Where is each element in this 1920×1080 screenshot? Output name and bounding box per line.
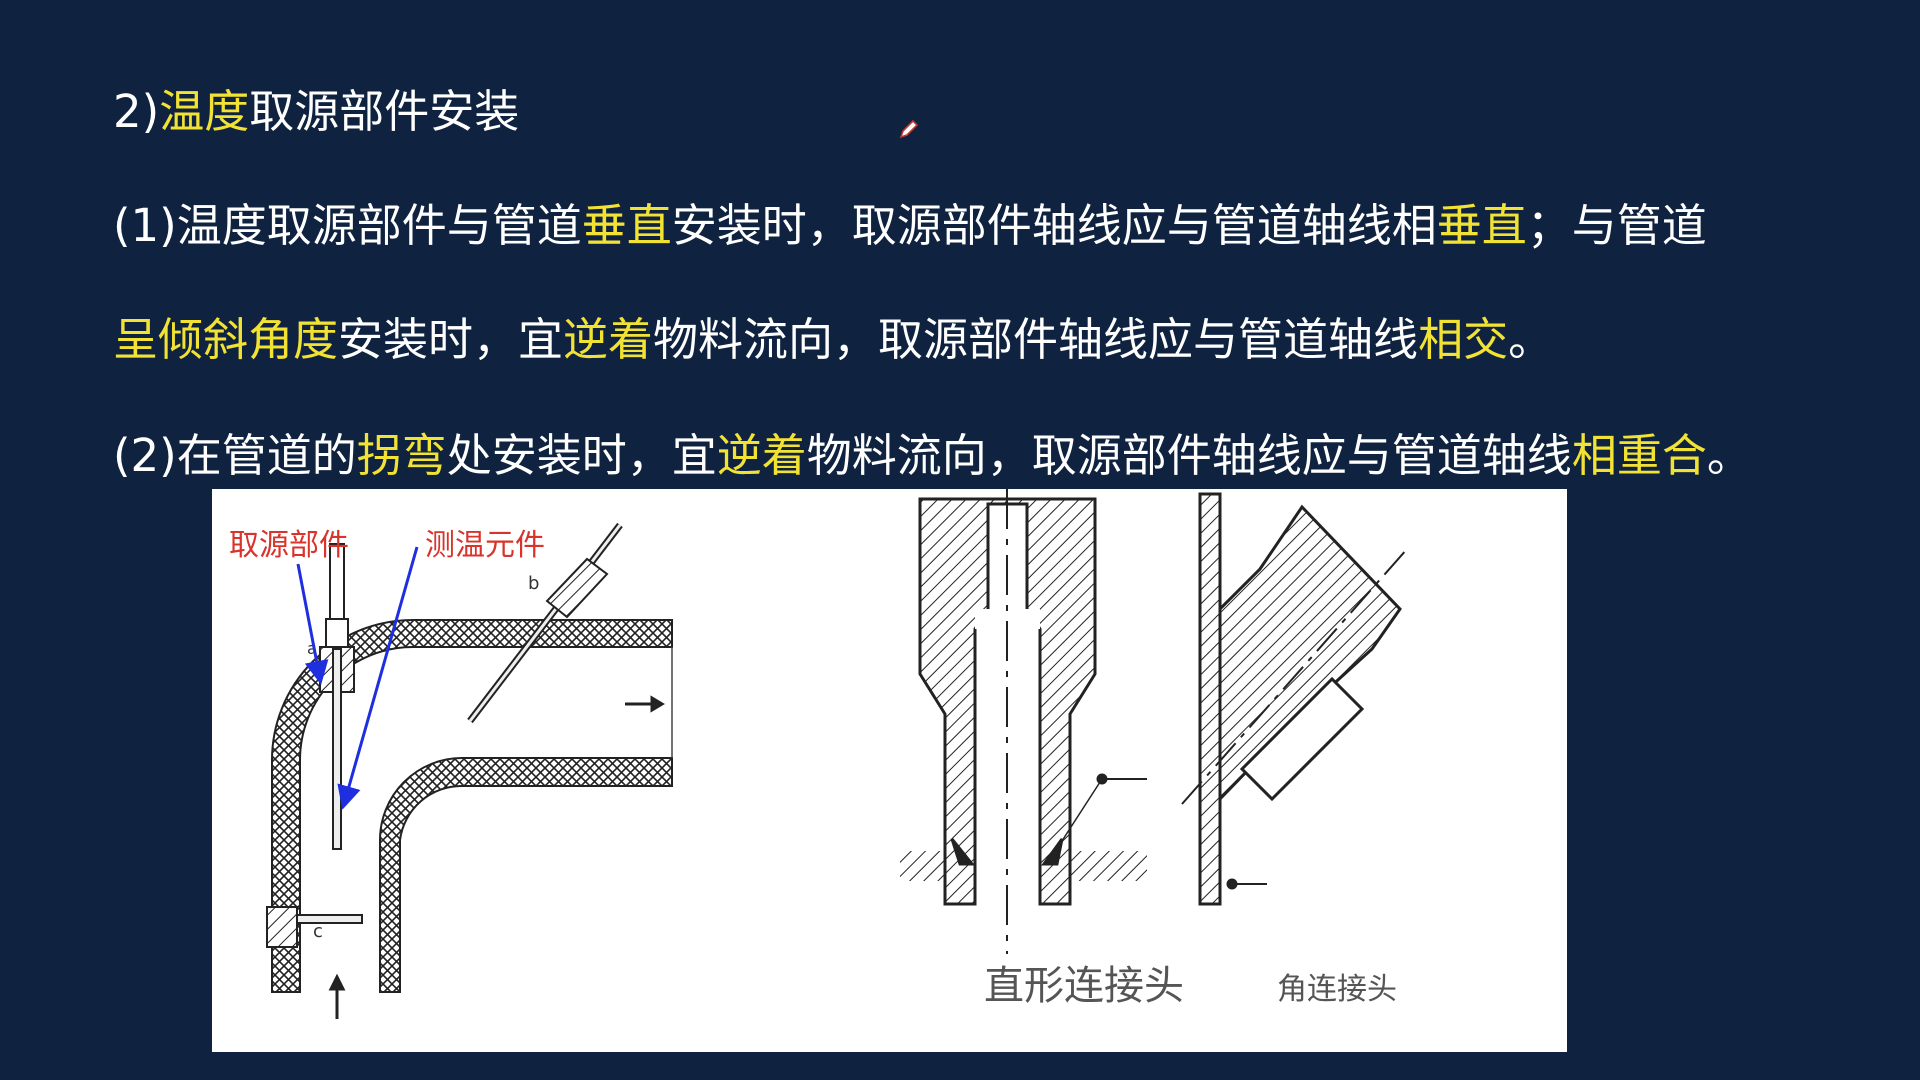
highlight-text: 相重合 xyxy=(1571,429,1707,482)
arrow-sensor xyxy=(337,546,419,810)
probe-c xyxy=(266,906,363,948)
rule2-line: (2)在管道的拐弯处安装时，宜逆着物料流向，取源部件轴线应与管道轴线相重合。 xyxy=(113,428,1752,484)
text-segment: 处安装时，宜 xyxy=(446,429,717,482)
heading-highlight: 温度 xyxy=(159,85,250,138)
bent-pipe xyxy=(271,619,673,993)
probe-a xyxy=(319,543,355,850)
text-segment: 。 xyxy=(1706,429,1752,482)
arrow-source-part xyxy=(296,563,329,685)
text-segment: ；与管道 xyxy=(1526,199,1707,252)
installation-diagram: a b c 取源部件 测温元件 直形连接头 角 xyxy=(212,489,1567,1052)
text-segment: 物料流向，取源部件轴线应与管道轴线 xyxy=(806,429,1572,482)
rule1-line2: 呈倾斜角度安装时，宜逆着物料流向，取源部件轴线应与管道轴线相交。 xyxy=(113,312,1553,368)
highlight-text: 拐弯 xyxy=(356,429,447,482)
caption-angle-connector: 角连接头 xyxy=(1277,972,1397,1007)
text-segment: 物料流向，取源部件轴线应与管道轴线 xyxy=(653,313,1419,366)
highlight-text: 垂直 xyxy=(581,199,672,252)
text-segment: 安装时，取源部件轴线应与管道轴线相 xyxy=(671,199,1437,252)
pen-cursor-icon xyxy=(899,119,919,139)
label-sensor: 测温元件 xyxy=(425,528,545,563)
caption-straight-connector: 直形连接头 xyxy=(984,963,1184,1009)
text-segment: (2)在管道的 xyxy=(113,429,357,482)
highlight-text: 呈倾斜角度 xyxy=(113,313,339,366)
straight-connector-drawing xyxy=(900,489,1147,954)
angle-connector-drawing xyxy=(1181,492,1408,906)
flow-arrows xyxy=(328,695,665,1019)
heading-rest: 取源部件安装 xyxy=(249,85,520,138)
rule1-line1: (1)温度取源部件与管道垂直安装时，取源部件轴线应与管道轴线相垂直；与管道 xyxy=(113,198,1707,254)
label-source-part: 取源部件 xyxy=(229,528,349,563)
text-segment: 。 xyxy=(1508,313,1554,366)
heading-prefix: 2) xyxy=(113,85,160,138)
highlight-text: 逆着 xyxy=(563,313,654,366)
highlight-text: 垂直 xyxy=(1436,199,1527,252)
probe-b xyxy=(467,522,623,724)
mark-b: b xyxy=(528,573,539,594)
mark-a: a xyxy=(307,639,317,658)
highlight-text: 相交 xyxy=(1418,313,1509,366)
mark-c: c xyxy=(313,921,323,942)
text-segment: 安装时，宜 xyxy=(338,313,564,366)
text-segment: (1)温度取源部件与管道 xyxy=(113,199,582,252)
section-heading: 2)温度取源部件安装 xyxy=(113,84,519,140)
highlight-text: 逆着 xyxy=(716,429,807,482)
